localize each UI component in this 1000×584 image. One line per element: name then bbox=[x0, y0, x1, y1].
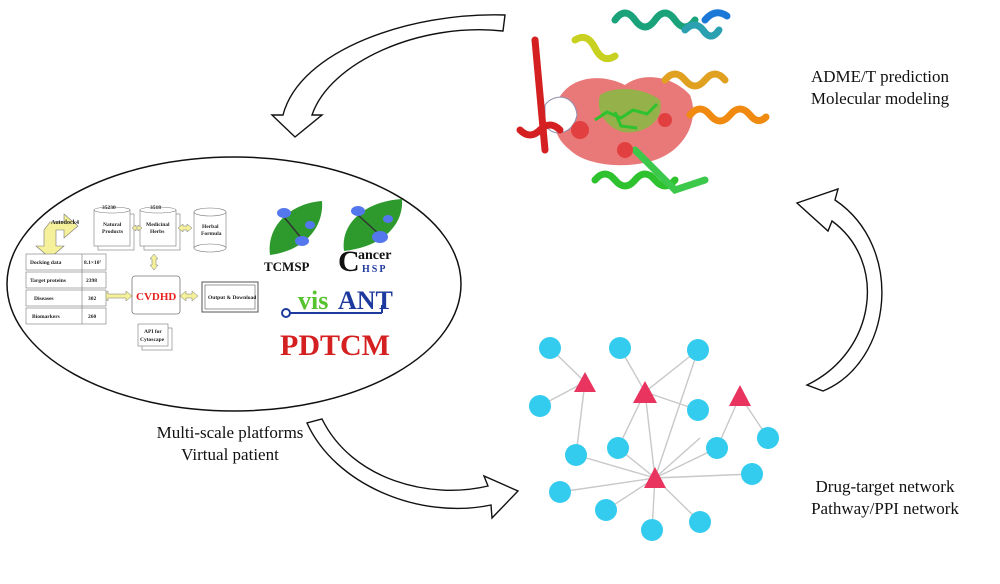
caption-platforms-line2: Virtual patient bbox=[181, 445, 279, 464]
api-cytoscape-box: API for Cytoscape bbox=[137, 323, 173, 351]
herbal-formula-line2: Formula bbox=[201, 231, 222, 237]
medicinal-herbs-db: 3518 Medicinal Herbs bbox=[139, 205, 181, 251]
caption-protein-line1: ADME/T prediction bbox=[810, 67, 950, 86]
target-node bbox=[741, 463, 763, 485]
autodock-arrow bbox=[35, 213, 79, 259]
output-label: Output & Download bbox=[208, 295, 256, 301]
row-targets-value: 2398 bbox=[86, 278, 97, 284]
herbal-formula-db: Herbal Formula bbox=[193, 207, 227, 253]
caption-protein: ADME/T prediction Molecular modeling bbox=[790, 66, 970, 110]
drug-node bbox=[644, 467, 666, 488]
caption-platforms: Multi-scale platforms Virtual patient bbox=[130, 422, 330, 466]
cvdhd-label: CVDHD bbox=[136, 291, 176, 303]
target-node bbox=[687, 399, 709, 421]
row-biomarkers-label: Biomarkers bbox=[32, 314, 60, 320]
arrow-platforms-to-network bbox=[306, 418, 520, 520]
autodock-label: Autodock4 bbox=[51, 220, 79, 226]
tcmsp-logo: TCMSP bbox=[264, 201, 323, 274]
row-diseases-value: 302 bbox=[88, 296, 97, 302]
target-node bbox=[689, 511, 711, 533]
target-node bbox=[607, 437, 629, 459]
api-line2: Cytoscape bbox=[140, 337, 165, 343]
natural-products-line2: Products bbox=[102, 229, 123, 235]
visant-ant: ANT bbox=[338, 286, 393, 315]
target-node bbox=[539, 337, 561, 359]
caption-network: Drug-target network Pathway/PPI network bbox=[790, 476, 980, 520]
caption-protein-line2: Molecular modeling bbox=[810, 89, 950, 108]
caption-network-line1: Drug-target network bbox=[815, 477, 955, 496]
pdtcm-logo: PDTCM bbox=[280, 329, 390, 362]
target-node bbox=[706, 437, 728, 459]
cancerhsp-logo: C ancer HSP bbox=[338, 199, 403, 278]
target-node bbox=[565, 444, 587, 466]
row-docking-value: 8.1×10⁷ bbox=[84, 260, 102, 266]
drug-node bbox=[574, 372, 596, 392]
target-node bbox=[549, 481, 571, 503]
protein-structure-image bbox=[516, 9, 770, 195]
target-node bbox=[641, 519, 663, 541]
cancer-c: C bbox=[338, 245, 360, 278]
api-line1: API for bbox=[144, 329, 162, 335]
database-flowchart: Autodock4 35230 Natural Products 3518 Me… bbox=[25, 205, 259, 351]
cancer-rest: ancer bbox=[358, 248, 391, 263]
natural-products-db: 35230 Natural Products bbox=[93, 205, 135, 251]
caption-platforms-line1: Multi-scale platforms bbox=[156, 423, 304, 442]
natural-products-line1: Natural bbox=[103, 222, 122, 228]
herbal-formula-line1: Herbal bbox=[202, 224, 219, 230]
target-node bbox=[529, 395, 551, 417]
target-node bbox=[609, 337, 631, 359]
output-download-box: Output & Download bbox=[201, 281, 259, 313]
arrow-protein-to-platforms bbox=[270, 14, 506, 138]
arrow-network-to-protein bbox=[795, 187, 883, 392]
caption-network-line2: Pathway/PPI network bbox=[811, 499, 959, 518]
medicinal-herbs-line1: Medicinal bbox=[146, 222, 170, 228]
data-rows: Docking data 8.1×10⁷ Target proteins 239… bbox=[25, 253, 107, 325]
natural-products-count: 35230 bbox=[102, 205, 116, 211]
drug-target-network bbox=[529, 337, 779, 541]
target-node bbox=[757, 427, 779, 449]
row-targets-label: Target proteins bbox=[30, 278, 66, 284]
visant-vis: vis bbox=[298, 286, 328, 315]
row-diseases-label: Diseases bbox=[34, 296, 54, 302]
medicinal-herbs-count: 3518 bbox=[150, 205, 161, 211]
row-biomarkers-value: 260 bbox=[88, 314, 97, 320]
target-node bbox=[595, 499, 617, 521]
row-docking-label: Docking data bbox=[30, 260, 62, 266]
platform-logos: TCMSP C ancer HSP vis ANT PDTCM bbox=[264, 199, 403, 362]
drug-node bbox=[633, 381, 657, 403]
tcmsp-label: TCMSP bbox=[264, 259, 310, 274]
drug-node bbox=[729, 385, 751, 406]
cancer-hsp: HSP bbox=[362, 264, 387, 275]
visant-logo: vis ANT bbox=[281, 286, 393, 318]
target-node bbox=[687, 339, 709, 361]
cvdhd-hub: CVDHD bbox=[131, 275, 181, 315]
medicinal-herbs-line2: Herbs bbox=[150, 229, 164, 235]
